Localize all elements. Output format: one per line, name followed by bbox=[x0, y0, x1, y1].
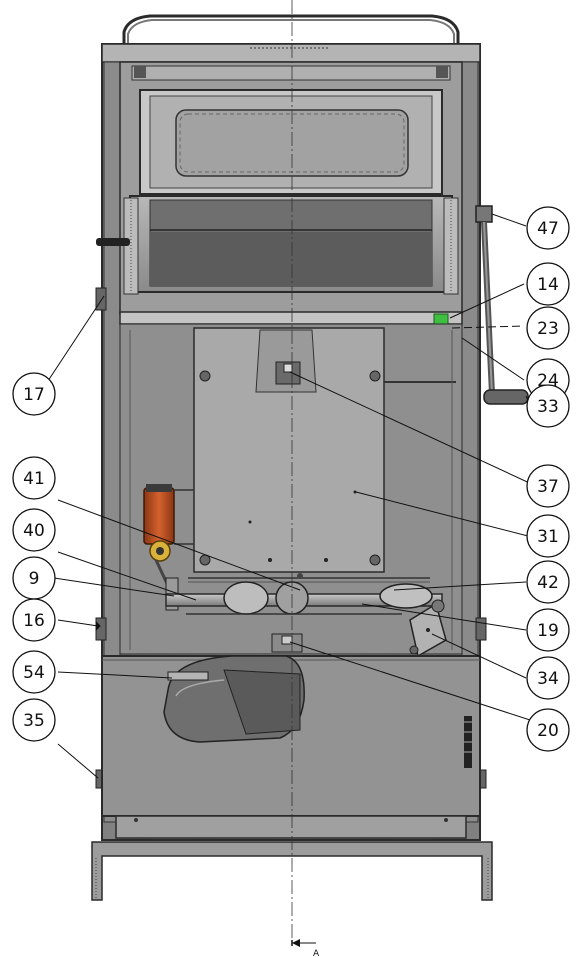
top-cap bbox=[101, 43, 481, 63]
callout-34: 34 bbox=[526, 656, 570, 700]
callout-16: 16 bbox=[12, 598, 56, 642]
section-label: A bbox=[313, 949, 320, 958]
callout-number: 19 bbox=[537, 621, 559, 641]
motor-body bbox=[143, 487, 175, 545]
shaft-cylinder-right bbox=[379, 583, 433, 609]
callout-number: 47 bbox=[537, 219, 559, 239]
callout-number: 40 bbox=[23, 521, 45, 541]
callout-number: 9 bbox=[29, 569, 40, 589]
callout-number: 33 bbox=[537, 397, 559, 417]
callout-47: 47 bbox=[526, 206, 570, 250]
callout-40: 40 bbox=[12, 508, 56, 552]
callout-23: 23 bbox=[526, 306, 570, 350]
shaft-cylinder-left bbox=[223, 581, 269, 615]
callout-14: 14 bbox=[526, 262, 570, 306]
callout-number: 35 bbox=[23, 711, 45, 731]
crank-grip bbox=[483, 389, 529, 405]
top-handle bbox=[122, 14, 460, 78]
callout-circle bbox=[12, 372, 56, 416]
callout-37: 37 bbox=[526, 464, 570, 508]
callout-number: 14 bbox=[537, 275, 559, 295]
callout-number: 16 bbox=[23, 611, 45, 631]
callout-circle bbox=[526, 384, 570, 428]
callout-31: 31 bbox=[526, 514, 570, 558]
callout-42: 42 bbox=[526, 560, 570, 604]
callout-circle bbox=[12, 456, 56, 500]
plinth bbox=[115, 815, 467, 839]
callout-circle bbox=[526, 608, 570, 652]
left-door-handle bbox=[96, 238, 130, 246]
callout-number: 20 bbox=[537, 721, 559, 741]
callout-number: 41 bbox=[23, 469, 45, 489]
callout-41: 41 bbox=[12, 456, 56, 500]
leader-lines bbox=[41, 213, 537, 779]
callout-20: 20 bbox=[526, 708, 570, 752]
callout-circle bbox=[526, 262, 570, 306]
sensor-bracket bbox=[275, 361, 301, 385]
callout-circle bbox=[12, 650, 56, 694]
callout-circle bbox=[12, 508, 56, 552]
callout-33: 33 bbox=[526, 384, 570, 428]
callout-circle bbox=[526, 206, 570, 250]
callout-number: 17 bbox=[23, 385, 45, 405]
callout-circle bbox=[526, 656, 570, 700]
callout-number: 54 bbox=[23, 663, 45, 683]
callout-number: 34 bbox=[537, 669, 559, 689]
callout-circle bbox=[526, 560, 570, 604]
callout-circle bbox=[12, 598, 56, 642]
callout-circle bbox=[526, 514, 570, 558]
callout-9: 9 bbox=[12, 556, 56, 600]
callout-number: 37 bbox=[537, 477, 559, 497]
callout-17: 17 bbox=[12, 372, 56, 416]
callout-circle bbox=[526, 708, 570, 752]
callout-circle bbox=[526, 306, 570, 350]
callout-number: 23 bbox=[537, 319, 559, 339]
callout-19: 19 bbox=[526, 608, 570, 652]
crank-shaft bbox=[475, 205, 493, 223]
section-marker: A bbox=[291, 939, 320, 958]
top-handle-inner bbox=[127, 19, 455, 78]
callout-35: 35 bbox=[12, 698, 56, 742]
callout-54: 54 bbox=[12, 650, 56, 694]
callout-number: 42 bbox=[537, 573, 559, 593]
callout-circle bbox=[12, 698, 56, 742]
callout-number: 31 bbox=[537, 527, 559, 547]
callout-circle bbox=[526, 464, 570, 508]
